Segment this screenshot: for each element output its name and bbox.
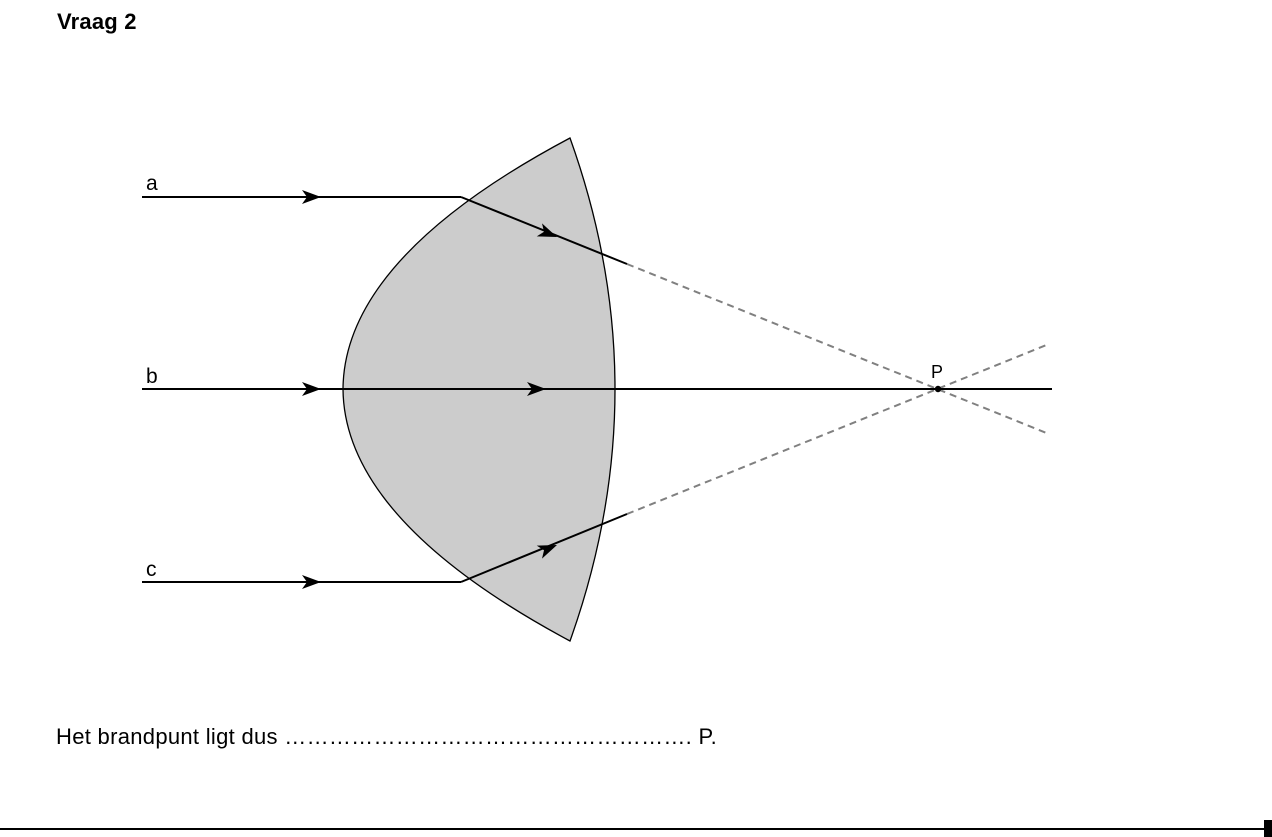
point-p-label: P <box>931 362 943 382</box>
question-title: Vraag 2 <box>57 9 137 34</box>
ray-c-label: c <box>146 558 157 581</box>
ray-b-arrow-2 <box>527 382 546 396</box>
point-p <box>934 385 942 393</box>
ray-b-label: b <box>146 365 158 388</box>
ray-b-arrow-1 <box>302 382 321 396</box>
ray-a-arrow-1 <box>302 190 321 204</box>
ray-a-extension <box>626 263 1050 435</box>
answer-suffix: P. <box>698 724 718 749</box>
ray-a-arrow-2 <box>536 223 557 237</box>
ray-c-arrow-1 <box>302 575 321 589</box>
answer-blank[interactable]: ………………………………………………. <box>284 724 693 749</box>
answer-sentence: Het brandpunt ligt dus ……………………………………………… <box>56 724 717 750</box>
page-corner-marker <box>1264 820 1272 837</box>
ray-a-label: a <box>146 172 158 195</box>
ray-c-extension <box>626 343 1050 515</box>
answer-prefix: Het brandpunt ligt dus <box>56 724 278 749</box>
ray-c-arrow-2 <box>536 545 557 559</box>
page-divider <box>0 828 1266 830</box>
